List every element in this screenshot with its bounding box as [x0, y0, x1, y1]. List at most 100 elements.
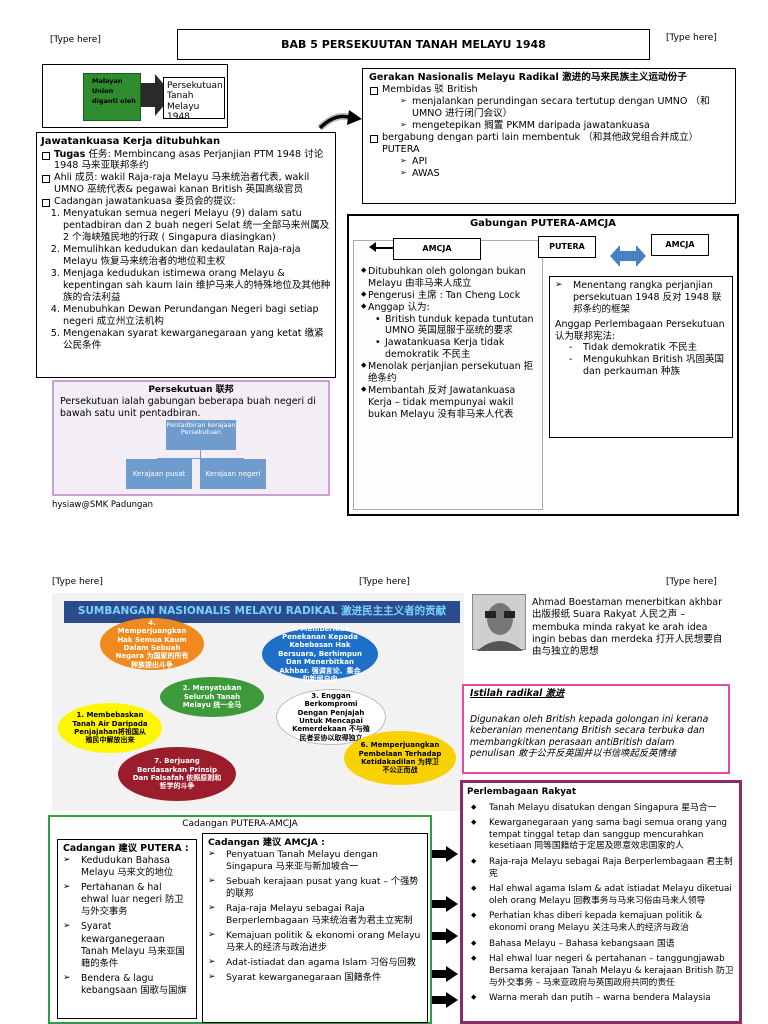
page2-header-left: [Type here] [52, 577, 103, 588]
gn-item1-text: Membidas 驳 British [382, 84, 478, 95]
portrait-icon [473, 595, 527, 651]
jawatankuasa-box: Jawatankuasa Kerja ditubuhkan Tugas 任务: … [36, 132, 336, 378]
gab-title: Gabungan PUTERA-AMCJA [349, 218, 737, 231]
perlembagaan-item: Bahasa Melayu – Bahasa kebangsaan 国语 [467, 939, 735, 951]
gab-left-item: Menolak perjanjian persekutuan 拒绝条约 [361, 361, 539, 385]
perlembagaan-box: Perlembagaan Rakyat Tanah Melayu disatuk… [460, 780, 742, 1024]
gab-left-dots: British tunduk kepada tuntutan UMNO 英国屈服… [361, 314, 539, 362]
gab-left-item: Membantah 反对 Jawatankuasa Kerja – tidak … [361, 385, 539, 421]
fed-right-node: Kerajaan negeri [200, 459, 266, 489]
jk-tugas-label: Tugas [54, 149, 85, 160]
union-label: Malayan Union diganti oleh [84, 74, 140, 106]
contribution-bubble: 7. Berjuang Berdasarkan Prinsip Dan Fals… [118, 747, 236, 801]
jk-cadangan-item: Memulihkan kedudukan dan kedaulatan Raja… [63, 244, 331, 268]
putera-label: PUTERA [538, 236, 596, 258]
jk-tugas-text: 任务: Membincang asas Perjanjian PTM 1948 … [54, 149, 323, 172]
jk-heading: Jawatankuasa Kerja ditubuhkan [41, 136, 331, 149]
gab-left-list-a: Ditubuhkan oleh golongan bukan Melayu 由非… [361, 266, 539, 314]
gn-item2: bergabung dengan parti lain membentuk （和… [369, 132, 729, 180]
putera-cadangan-item: Kedudukan Bahasa Melayu 马来文的地位 [63, 855, 191, 879]
curved-arrow-icon [316, 104, 364, 134]
gn-sub-item: API [400, 156, 729, 168]
putera-cadangan-item: Syarat kewarganegeraan Tanah Melayu 马来亚国… [63, 921, 191, 969]
amcja-cadangan-item: Sebuah kerajaan pusat yang kuat – 个强势的联邦 [208, 876, 422, 900]
contribution-bubble: 6. Memperjuangkan Pembelaan Terhadap Ket… [344, 731, 456, 785]
amcja-cadangan-title: Cadangan 建议 AMCJA : [208, 837, 422, 849]
perlembagaan-item: Hal ehwal luar negeri & pertahanan – tan… [467, 954, 735, 989]
contribution-bubble: 4. Memperjuangkan Hak Semua Kaum Dalam S… [100, 618, 204, 670]
gn-sub-item: AWAS [400, 168, 729, 180]
perlembagaan-item: Kewarganegaraan yang sama bagi semua ora… [467, 818, 735, 853]
perlembagaan-item: Perhatian khas diberi kepada kemajuan po… [467, 911, 735, 934]
gn-sub-item: menjalankan perundingan secara tertutup … [400, 96, 729, 120]
perlembagaan-item: Raja-raja Melayu sebagai Raja Berperlemb… [467, 857, 735, 880]
cadangan-box-title: Cadangan PUTERA-AMCJA [50, 819, 430, 830]
connector [375, 247, 393, 249]
union-box: Malayan Union diganti oleh [83, 73, 141, 121]
gn-sub-item: mengetepikan 搁置 PKMM daripada jawatankua… [400, 120, 729, 132]
fed-left-node: Kerajaan pusat [126, 459, 192, 489]
federation-box: Persekutuan Tanah Melayu 1948 [163, 77, 225, 119]
right-arrow-icon [432, 896, 458, 912]
radikal-box: Istilah radikal 激进 Digunakan oleh Britis… [462, 684, 730, 774]
fed-desc: Persekutuan ialah gabungan beberapa buah… [60, 396, 322, 419]
perlembagaan-item: Tanah Melayu disatukan dengan Singapura … [467, 803, 735, 815]
gab-left-dot-item: British tunduk kepada tuntutan UMNO 英国屈服… [375, 314, 539, 338]
gab-right-dash-item: Tidak demokratik 不民主 [569, 342, 727, 354]
page1-title: BAB 5 PERSEKUUTAN TANAH MELAYU 1948 [177, 29, 650, 60]
gab-left-item: Anggap 认为: [361, 302, 539, 314]
jk-tugas: Tugas 任务: Membincang asas Perjanjian PTM… [41, 149, 331, 173]
gerakan-box: Gerakan Nasionalis Melayu Radikal 激进的马来民… [362, 68, 736, 204]
page2-header-mid: [Type here] [359, 577, 410, 588]
boestaman-text: Ahmad Boestaman menerbitkan akhbar 出版报纸 … [532, 597, 728, 659]
amcja-cadangan-panel: Cadangan 建议 AMCJA : Penyatuan Tanah Mela… [202, 833, 428, 1023]
perlembagaan-item: Hal ehwal agama Islam & adat istiadat Me… [467, 884, 735, 907]
gab-right-panel: Menentang rangka perjanjian persekutuan … [549, 276, 733, 438]
gab-right-dashes: Tidak demokratik 不民主Mengukuhkan British … [555, 342, 727, 378]
sumbangan-panel: SUMBANGAN NASIONALIS MELAYU RADIKAL 激进民主… [52, 593, 464, 811]
gab-right-anggap: Anggap Perlembagaan Persekutuan 认为联邦宪法: [555, 319, 727, 343]
right-arrow-icon [432, 966, 458, 982]
contribution-bubble: 2. Menyatukan Seluruh Tanah Melayu 统一全马 [160, 677, 264, 717]
jk-cadangan-list: Menyatukan semua negeri Melayu (9) dalam… [41, 208, 331, 352]
amcja-cadangan-item: Kemajuan politik & ekonomi orang Melayu … [208, 930, 422, 954]
jk-cadangan-item: Menubuhkan Dewan Perundangan Negeri bagi… [63, 304, 331, 328]
arrows-to-perlembagaan [432, 846, 460, 1016]
amcja-cadangan-item: Adat-istiadat dan agama Islam 习俗与回教 [208, 957, 422, 969]
amcja-cadangan-item: Penyatuan Tanah Melayu dengan Singapura … [208, 849, 422, 873]
gn-item2-text: bergabung dengan parti lain membentuk （和… [382, 132, 698, 155]
contribution-bubble: 5. Memberikan Penekanan Kepada Kebebasan… [262, 628, 378, 680]
jk-cadangan-item: Menyatukan semua negeri Melayu (9) dalam… [63, 208, 331, 244]
boestaman-portrait [472, 594, 526, 650]
jk-cadangan-item: Menjaga kedudukan istimewa orang Melayu … [63, 268, 331, 304]
double-arrow-icon [609, 242, 647, 270]
right-arrow-icon [432, 992, 458, 1008]
page1-header-right: [Type here] [666, 33, 717, 44]
gab-left-item: Pengerusi 主席 : Tan Cheng Lock [361, 290, 539, 302]
gn-item1: Membidas 驳 British menjalankan perunding… [369, 84, 729, 132]
fed-top-node: Pentadbiran kerajaan Persekutuan [166, 420, 236, 450]
gn-item2-subs: APIAWAS [382, 156, 729, 180]
jk-cadangan-item: Mengenakan syarat kewarganegaraan yang k… [63, 328, 331, 352]
perlembagaan-list: Tanah Melayu disatukan dengan Singapura … [467, 803, 735, 1005]
page1-header-left: [Type here] [50, 35, 101, 46]
cadangan-box: Cadangan PUTERA-AMCJA Cadangan 建议 PUTERA… [48, 815, 432, 1024]
arrow-shaft [141, 83, 155, 107]
gab-left-item: Ditubuhkan oleh golongan bukan Melayu 由非… [361, 266, 539, 290]
union-diagram: Malayan Union diganti oleh Persekutuan T… [42, 64, 228, 128]
gab-right-dash-item: Mengukuhkan British 巩固英国 dan perkauman 种… [569, 354, 727, 378]
page2-header-right: [Type here] [666, 577, 717, 588]
gn-heading: Gerakan Nasionalis Melayu Radikal 激进的马来民… [369, 72, 729, 84]
amcja-cadangan-list: Penyatuan Tanah Melayu dengan Singapura … [208, 849, 422, 984]
right-arrow-icon [432, 928, 458, 944]
credit: hysiaw@SMK Padungan [52, 500, 153, 511]
gab-left-list-b: Menolak perjanjian persekutuan 拒绝条约Memba… [361, 361, 539, 420]
jk-cadangan: Cadangan jawatankuasa 委员会的提议: [41, 196, 331, 208]
gab-left-dot-item: Jawatankuasa Kerja tidak demokratik 不民主 [375, 337, 539, 361]
connector [200, 450, 201, 458]
contribution-bubble: 1. Membebaskan Tanah Air Daripada Penjaj… [58, 703, 162, 753]
persekutuan-box: Persekutuan 联邦 Persekutuan ialah gabunga… [52, 380, 330, 496]
perlembagaan-title: Perlembagaan Rakyat [467, 787, 735, 799]
radikal-text: Digunakan oleh British kepada golongan i… [470, 714, 722, 760]
fed-title: Persekutuan 联邦 [60, 385, 322, 396]
